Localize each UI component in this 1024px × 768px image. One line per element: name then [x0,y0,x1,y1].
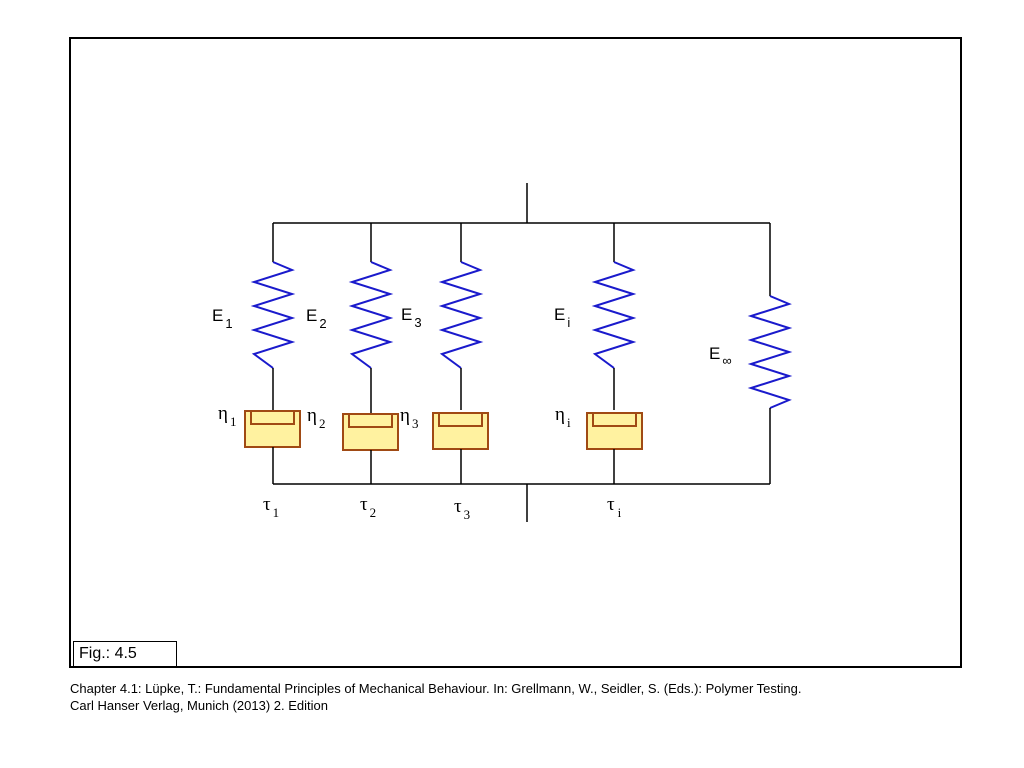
dashpot-piston-etai [592,414,637,427]
branch-1 [244,223,301,484]
figure-number-label: Fig.: 4.5 [73,641,177,667]
dashpot-piston-eta3 [438,414,483,427]
dashpot-piston-eta2 [348,415,393,428]
branch-3 [432,223,489,484]
dashpot-eta1 [244,410,301,448]
dashpot-piston-eta1 [250,412,295,425]
branch-2 [342,223,399,484]
label-e-infinity: E∞ [709,344,732,368]
spring-ei [591,261,637,369]
dashpot-eta3 [432,412,489,450]
caption-line-1: Chapter 4.1: Lüpke, T.: Fundamental Prin… [70,681,802,696]
branch-equilibrium [747,223,793,484]
dashpot-eta2 [342,413,399,451]
figure-caption: Chapter 4.1: Lüpke, T.: Fundamental Prin… [70,680,1010,714]
spring-e-infinity [747,295,793,409]
spring-e3 [438,261,484,369]
wire-frame [273,183,770,522]
branch-i [586,223,643,484]
spring-e2 [348,261,394,369]
caption-line-2: Carl Hanser Verlag, Munich (2013) 2. Edi… [70,698,328,713]
figure-frame [69,37,962,668]
spring-e1 [250,261,296,369]
dashpot-etai [586,412,643,450]
